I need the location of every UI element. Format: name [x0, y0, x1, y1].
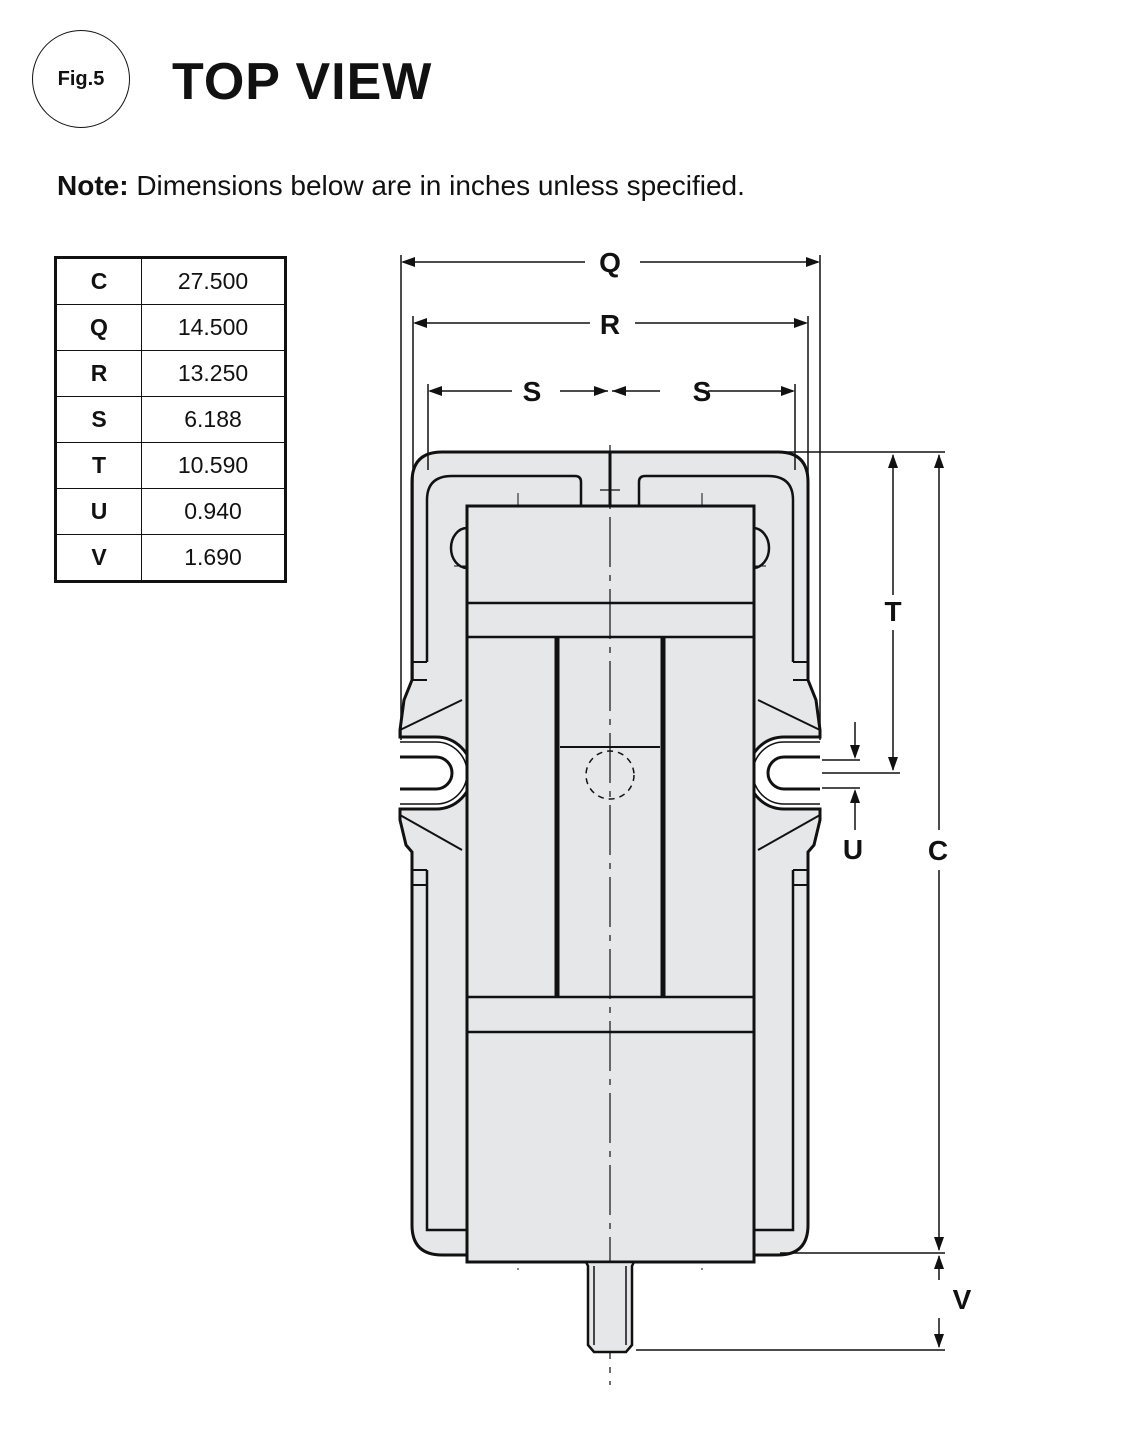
dim-label-v: V [953, 1284, 972, 1315]
dimension-value: 27.500 [141, 257, 286, 305]
dimension-value: 10.590 [141, 442, 286, 489]
note-text: Dimensions below are in inches unless sp… [136, 170, 745, 201]
dimension-key: U [55, 488, 142, 535]
dimension-key: S [55, 396, 142, 443]
dimension-key: V [55, 534, 142, 582]
dimension-value: 0.940 [141, 488, 286, 535]
dimension-key: T [55, 442, 142, 489]
note-label: Note: [57, 170, 129, 201]
dim-label-t: T [884, 596, 901, 627]
note: Note: Dimensions below are in inches unl… [57, 170, 745, 202]
screw-channel [554, 637, 666, 997]
dim-label-s-left: S [523, 376, 542, 407]
page-title: TOP VIEW [172, 53, 433, 111]
dimension-value: 1.690 [141, 534, 286, 582]
dim-label-r: R [600, 309, 620, 340]
dim-label-u: U [843, 834, 863, 865]
clamp-slot [400, 755, 454, 791]
hex-shaft [583, 1260, 637, 1354]
dim-label-s-right: S [693, 376, 712, 407]
dim-label-c: C [928, 835, 948, 866]
figure-number: Fig.5 [57, 67, 105, 90]
figure-badge: Fig.5 [32, 30, 130, 128]
inner-channel [425, 474, 583, 1232]
dimension-key: Q [55, 304, 142, 351]
dim-label-q: Q [599, 247, 621, 278]
